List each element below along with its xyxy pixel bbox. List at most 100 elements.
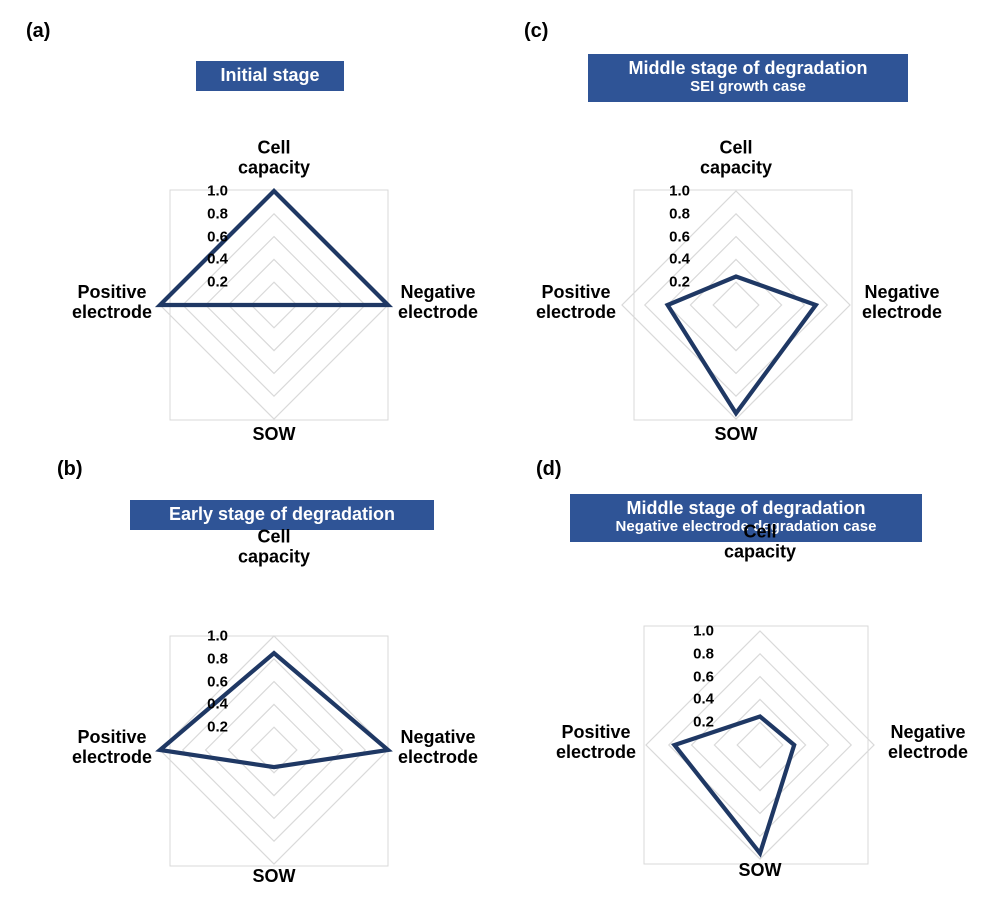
panel-c-axis-label-bottom: SOW bbox=[714, 424, 758, 444]
axis-right-line1: Negative bbox=[890, 721, 966, 742]
axis-top-line2: capacity bbox=[699, 157, 773, 178]
grid-ring bbox=[250, 726, 298, 774]
grid-ring bbox=[713, 698, 807, 792]
panel-letter-a: (a) bbox=[26, 20, 51, 42]
axis-right-line1: Negative bbox=[864, 281, 940, 302]
panel-c-axis-label-right: Negative electrode bbox=[862, 282, 942, 322]
axis-right-line2: electrode bbox=[398, 302, 479, 322]
radial-tick-label: 0.4 bbox=[693, 690, 714, 708]
axis-right-line2: electrode bbox=[862, 302, 943, 322]
grid-ring bbox=[689, 258, 783, 352]
radial-tick-label: 0.2 bbox=[669, 273, 690, 291]
grid-ring bbox=[621, 190, 851, 420]
grid-ring bbox=[181, 212, 367, 398]
plot-frame bbox=[169, 635, 389, 867]
grid-ring bbox=[643, 212, 829, 398]
axis-left-line1: Positive bbox=[77, 281, 147, 302]
grid-ring bbox=[667, 652, 853, 838]
panel-a-axis-label-left: Positive electrode bbox=[72, 282, 152, 322]
radar-series-polygon bbox=[664, 274, 820, 418]
grid-ring bbox=[736, 721, 784, 769]
grid-ring bbox=[250, 281, 298, 329]
axis-right-line2: electrode bbox=[398, 747, 479, 767]
axis-left-line1: Positive bbox=[561, 721, 631, 742]
radar-svg bbox=[643, 625, 875, 865]
grid-ring bbox=[181, 657, 367, 843]
radial-tick-label: 0.2 bbox=[693, 713, 714, 731]
panel-b-title-main: Early stage of degradation bbox=[168, 504, 396, 524]
radial-tick-label: 0.2 bbox=[207, 273, 228, 291]
panel-c: (c) Middle stage of degradation SEI grow… bbox=[500, 0, 1000, 460]
grid-ring bbox=[227, 703, 321, 797]
radial-tick-label: 0.6 bbox=[669, 228, 690, 246]
axis-right-line2: electrode bbox=[888, 742, 969, 762]
panel-b-title-banner: Early stage of degradation bbox=[130, 500, 434, 531]
radial-tick-label: 1.0 bbox=[669, 182, 690, 200]
axis-top-line1: Cell bbox=[743, 521, 777, 542]
panel-a-title-main: Initial stage bbox=[220, 65, 320, 85]
grid-ring bbox=[159, 635, 389, 865]
radial-tick-label: 0.6 bbox=[207, 673, 228, 691]
grid-ring bbox=[712, 281, 760, 329]
radial-tick-label: 0.8 bbox=[669, 205, 690, 223]
panel-d-title-main: Middle stage of degradation bbox=[626, 498, 866, 518]
axis-top-line2: capacity bbox=[723, 541, 797, 562]
panel-c-axis-label-top: Cell capacity bbox=[700, 138, 772, 178]
radar-series-polygon bbox=[670, 714, 797, 858]
radial-tick-label: 1.0 bbox=[207, 627, 228, 645]
panel-c-axis-label-left: Positive electrode bbox=[536, 282, 616, 322]
panel-d-axis-label-bottom: SOW bbox=[738, 860, 782, 880]
panel-b-radar-plot: 1.0 0.8 0.6 0.4 0.2 bbox=[0, 450, 500, 903]
radar-svg bbox=[155, 635, 393, 867]
axis-top-line1: Cell bbox=[719, 137, 753, 158]
grid-ring bbox=[227, 258, 321, 352]
radial-tick-label: 1.0 bbox=[693, 622, 714, 640]
panel-b-axis-label-right: Negative electrode bbox=[398, 727, 478, 767]
axis-left-line2: electrode bbox=[555, 742, 636, 762]
axis-left-line1: Positive bbox=[77, 726, 147, 747]
panel-d-title-banner: Middle stage of degradation Negative ele… bbox=[570, 494, 922, 542]
grid-ring bbox=[204, 235, 344, 375]
radial-tick-label: 0.8 bbox=[207, 650, 228, 668]
axis-top-line1: Cell bbox=[257, 526, 291, 547]
radar-series-polygon bbox=[155, 650, 393, 770]
radial-tick-label: 0.6 bbox=[207, 228, 228, 246]
axis-left-line1: Positive bbox=[541, 281, 611, 302]
panel-d-axis-label-right: Negative electrode bbox=[888, 722, 968, 762]
panel-a-axis-label-top: Cell capacity bbox=[238, 138, 310, 178]
radial-tick-label: 0.8 bbox=[207, 205, 228, 223]
panel-a-axis-label-bottom: SOW bbox=[252, 424, 296, 444]
panel-a-title-banner: Initial stage bbox=[196, 61, 344, 92]
panel-c-title-banner: Middle stage of degradation SEI growth c… bbox=[588, 54, 908, 102]
grid-ring bbox=[690, 675, 830, 815]
radial-tick-label: 0.4 bbox=[207, 695, 228, 713]
panel-d-title-sub: Negative electrode degradation case bbox=[615, 518, 877, 536]
axis-right-line1: Negative bbox=[400, 726, 476, 747]
panel-b-axis-label-top: Cell capacity bbox=[238, 527, 310, 567]
panel-c-title-main: Middle stage of degradation bbox=[628, 58, 868, 78]
axis-left-line2: electrode bbox=[71, 747, 152, 767]
radar-series-polygon bbox=[154, 188, 394, 308]
radial-tick-label: 0.8 bbox=[693, 645, 714, 663]
radar-svg bbox=[621, 189, 853, 421]
radial-tick-label: 0.6 bbox=[693, 668, 714, 686]
panel-b-axis-label-left: Positive electrode bbox=[72, 727, 152, 767]
panel-d: (d) Middle stage of degradation Negative… bbox=[500, 450, 1000, 903]
radial-tick-label: 1.0 bbox=[207, 182, 228, 200]
axis-left-line2: electrode bbox=[71, 302, 152, 322]
plot-frame bbox=[643, 625, 869, 865]
plot-frame bbox=[633, 189, 853, 421]
panel-c-title-sub: SEI growth case bbox=[690, 78, 806, 96]
radial-tick-label: 0.2 bbox=[207, 718, 228, 736]
axis-top-line2: capacity bbox=[237, 546, 311, 567]
panel-letter-d: (d) bbox=[536, 458, 562, 480]
axis-right-line1: Negative bbox=[400, 281, 476, 302]
panel-d-axis-label-left: Positive electrode bbox=[556, 722, 636, 762]
axis-top-line1: Cell bbox=[257, 137, 291, 158]
axis-top-line2: capacity bbox=[237, 157, 311, 178]
